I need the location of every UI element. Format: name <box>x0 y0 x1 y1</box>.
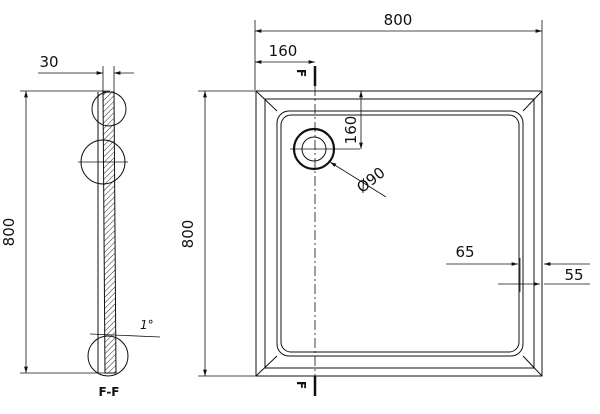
thickness-label: 30 <box>39 53 58 71</box>
detail-circle-bottom <box>87 335 129 377</box>
detail-circle-top <box>91 91 127 127</box>
plan-view: 800 800 160 F F 160 Ø90 <box>179 11 590 396</box>
tray-basin-inner-outline <box>280 114 520 353</box>
slope-label: 1° <box>140 318 154 332</box>
plan-height-label: 800 <box>179 220 197 249</box>
slope-leader <box>89 333 161 338</box>
drain-y-label: 160 <box>342 116 360 145</box>
drain-diameter-leader <box>329 161 387 198</box>
drain-diameter-label: Ø90 <box>353 163 388 196</box>
rim-inner-label: 65 <box>455 243 474 261</box>
tray-section-profile <box>102 91 117 374</box>
tray-outer-outline <box>255 90 543 377</box>
bevel-bottom-left <box>255 355 278 377</box>
section-height-label: 800 <box>0 218 18 247</box>
cut-label-top: F <box>294 69 308 77</box>
tray-basin-outline <box>276 110 524 357</box>
drain-x-label: 160 <box>269 42 298 60</box>
section-view: 800 30 1° F-F <box>0 53 161 399</box>
bevel-top-left <box>255 90 278 112</box>
plan-width-label: 800 <box>384 11 413 29</box>
cut-label-bottom: F <box>294 381 308 389</box>
section-title: F-F <box>98 385 119 399</box>
bevel-top-right <box>522 90 543 112</box>
tray-rim-outline <box>264 98 535 369</box>
bevel-bottom-right <box>522 355 543 377</box>
rim-outer-label: 55 <box>564 266 583 284</box>
